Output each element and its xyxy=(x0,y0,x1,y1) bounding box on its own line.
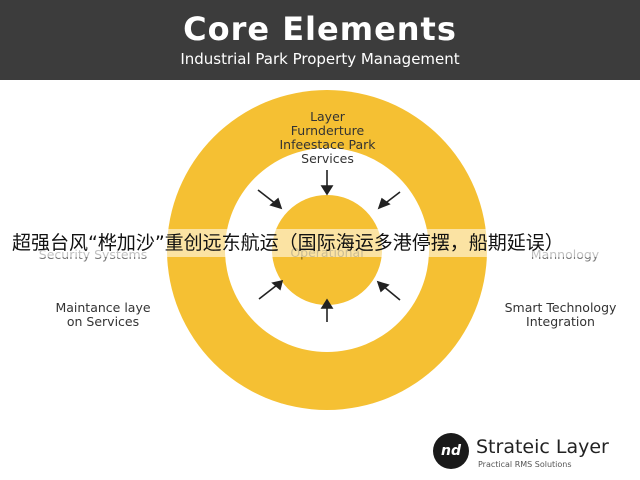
brand-tagline: Practical RMS Solutions xyxy=(478,460,572,469)
arrow-top xyxy=(320,170,334,196)
arrow-bottom xyxy=(320,298,334,322)
arrow-top-right xyxy=(377,191,401,210)
header-bar: Core Elements Industrial Park Property M… xyxy=(0,0,640,80)
arrow-bottom-left xyxy=(258,279,284,300)
label-right-bottom: Smart Technology Integration xyxy=(504,300,617,329)
page-subtitle: Industrial Park Property Management xyxy=(180,50,460,68)
page-title: Core Elements xyxy=(183,10,457,48)
arrow-bottom-right xyxy=(376,280,401,301)
overlay-caption: 超强台风“桦加沙”重创远东航运（国际海运多港停摆，船期延误） xyxy=(12,229,628,257)
brand-logo-icon: nd xyxy=(433,433,469,469)
label-left-bottom: Maintance laye on Services xyxy=(55,300,151,329)
label-top: Layer Furnderture Infeestace Park Servic… xyxy=(279,109,376,166)
brand-name: Strateic Layer xyxy=(476,436,609,458)
arrow-top-left xyxy=(257,189,283,210)
